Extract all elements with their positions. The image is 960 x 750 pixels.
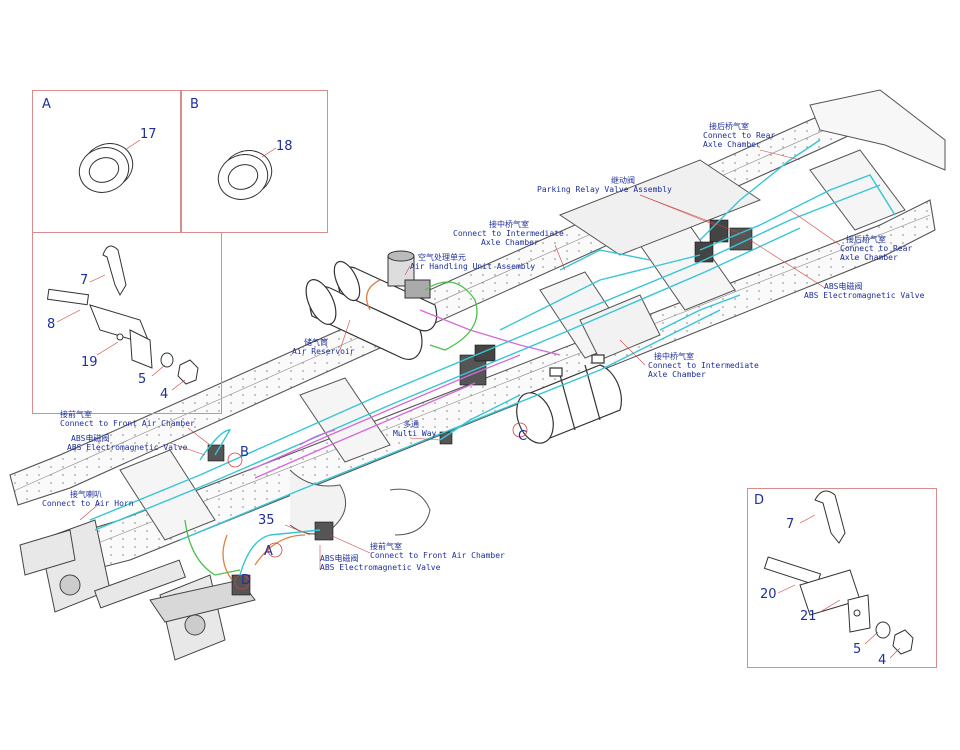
detail-panel-b [180,90,328,233]
orange-air-lines [222,279,381,581]
callout-parking-relay: 继动阀 Parking Relay Valve Assembly [537,176,672,194]
callout-abs-right: ABS电磁阀 ABS Electromagnetic Valve [804,282,925,300]
detail-panel-c [32,232,222,414]
green-air-lines [184,281,478,576]
part-number-4-d: 4 [878,653,887,668]
callout-air-handling: 空气处理单元 Air Handling Unit Assembly [410,253,536,271]
part-number-19-left: 19 [81,355,98,370]
part-number-8-left: 8 [47,317,56,332]
panel-d-letter: D [754,493,765,508]
callout-abs-bottom: ABS电磁阀 ABS Electromagnetic Valve [320,554,441,572]
panel-a-letter: A [42,97,51,112]
front-suspension [19,519,256,661]
callout-abs-left: ABS电磁阀 ABS Electromagnetic Valve [67,434,188,452]
part-number-5-left: 5 [138,372,147,387]
part-number-35: 35 [258,513,275,528]
seal-ring-18 [217,147,277,200]
marker-a: A [264,544,273,559]
detail-circles [227,422,528,590]
part-number-17: 17 [140,127,157,142]
callout-air-horn: 接气喇叭 Connect to Air Horn [42,490,134,508]
callout-rear-axle-top: 接后桥气室 Connect to Rear Axle Chamber [703,122,776,149]
part-number-5-d: 5 [853,642,862,657]
bracket-assembly-left [46,245,199,391]
part-number-18: 18 [276,139,293,154]
marker-c: C [518,429,528,444]
valve-blocks [207,219,753,596]
mid-suspension [289,294,661,536]
marker-d: D [241,573,252,588]
callout-front-chamber-left: 接前气室 Connect to Front Air Chamber [60,410,195,428]
detail-panel-d [747,488,937,668]
seal-ring-17 [78,139,141,193]
leader-lines [79,149,841,570]
callout-multi-way: 多通 Multi Way [393,420,437,438]
tank-c [516,354,622,444]
part-number-4-left: 4 [160,387,169,402]
part-number-7-d: 7 [786,517,795,532]
detail-panel-a [32,90,182,233]
panel-b-letter: B [190,97,199,112]
callout-air-reservoir: 储气筒 Air Reservoir [292,338,355,356]
marker-b: B [240,445,249,460]
callout-rear-axle-right: 接后桥气室 Connect to Rear Axle Chamber [840,235,913,262]
callout-inter-axle-mid: 接中桥气室 Connect to Intermediate Axle Chamb… [648,352,759,379]
callout-front-chamber-bottom: 接前气室 Connect to Front Air Chamber [370,542,505,560]
part-number-21-d: 21 [800,609,817,624]
air-handling-unit [387,250,431,299]
part-number-7-left: 7 [80,273,89,288]
pink-air-lines [249,309,561,479]
callout-inter-axle-top: 接中桥气室 Connect to Intermediate Axle Chamb… [453,220,564,247]
bracket-assembly-d [763,490,914,659]
air-reservoir-tank [305,260,438,361]
part-number-20-d: 20 [760,587,777,602]
rear-frame-box [809,89,946,171]
